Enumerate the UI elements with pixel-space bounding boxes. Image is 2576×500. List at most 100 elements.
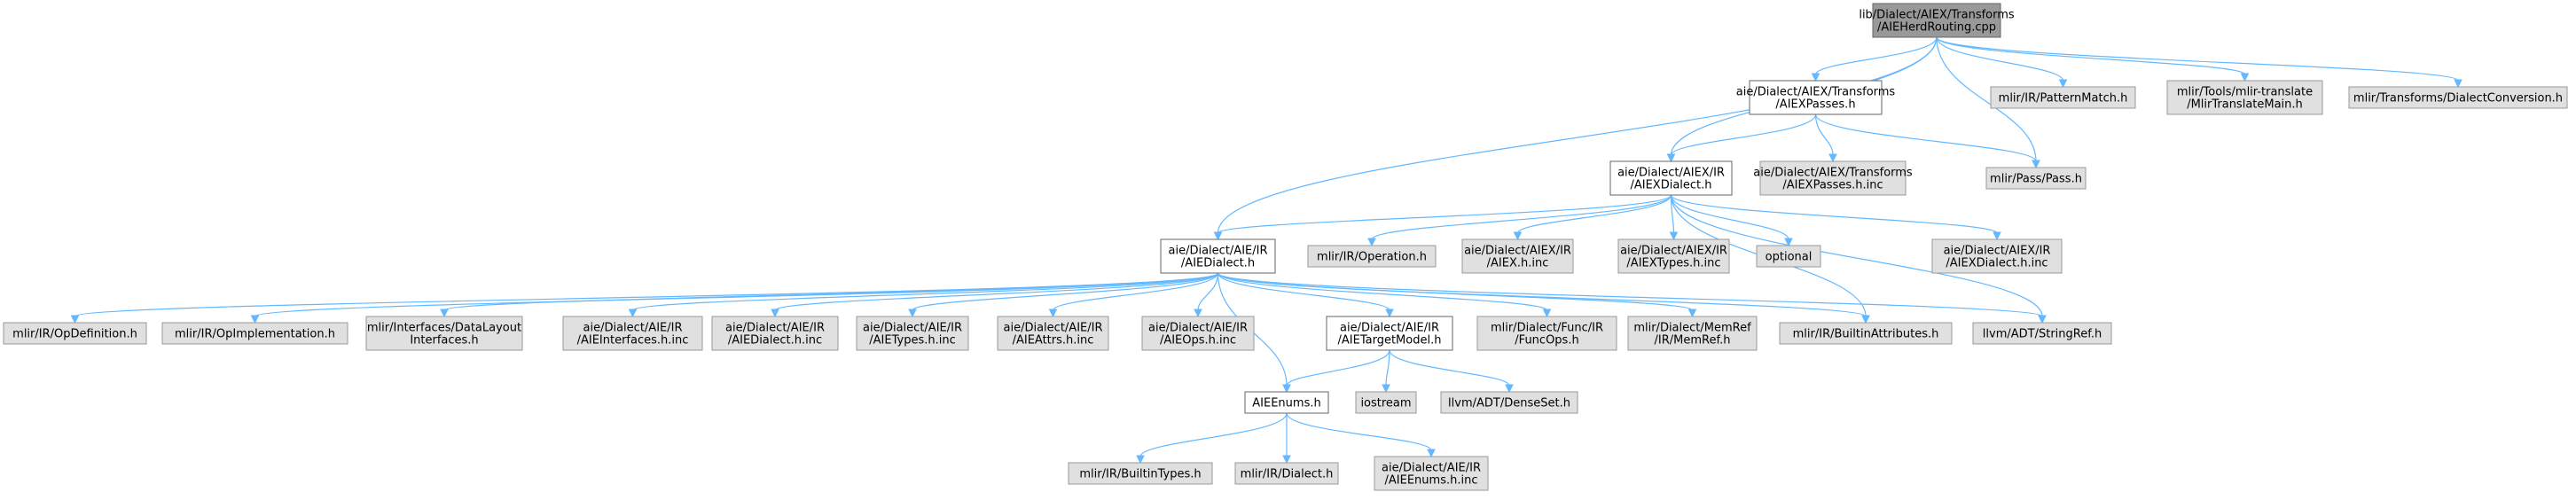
node-label-aiextypes-line-0: aie/Dialect/AIEX/IR	[1620, 245, 1727, 258]
node-box-aietypes	[856, 316, 969, 351]
node-stringref: llvm/ADT/StringRef.h	[1972, 322, 2112, 345]
arrowhead-aiexpasses-to-aiexpassesinc	[1828, 153, 1837, 163]
node-box-denseset	[1440, 391, 1578, 414]
node-aietypes: aie/Dialect/AIE/IR/AIETypes.h.inc	[856, 316, 969, 351]
node-box-builtintypes	[1068, 462, 1213, 485]
node-box-stringref	[1972, 322, 2112, 345]
node-label-aieenumsinc-line-1: /AIEEnums.h.inc	[1385, 474, 1478, 488]
node-box-builtinattrs	[1779, 322, 1953, 345]
node-label-pass-line-0: mlir/Pass/Pass.h	[1990, 173, 2082, 186]
node-box-patternmatch	[1990, 86, 2136, 109]
node-box-aiedialect	[1160, 238, 1276, 274]
edge-aieenums-to-builtintypes	[1139, 412, 1288, 457]
node-label-aiexdialect-line-1: /AIEXDialect.h	[1630, 179, 1711, 192]
edge-aiexdialect-to-optional	[1670, 194, 1789, 240]
arrowhead-aiedialect-to-aiedialectinc	[771, 309, 779, 318]
node-patternmatch: mlir/IR/PatternMatch.h	[1990, 86, 2136, 109]
node-aieinterfaces: aie/Dialect/AIE/IR/AIEInterfaces.h.inc	[562, 316, 703, 351]
node-box-aiexpassesinc	[1759, 160, 1907, 196]
edge-aiedialect-to-aieops	[1197, 272, 1219, 311]
node-box-aietargetmodel	[1326, 316, 1453, 351]
node-label-aietypes-line-0: aie/Dialect/AIE/IR	[863, 322, 962, 335]
node-box-aiexhinc	[1461, 238, 1574, 274]
node-label-aiedialect-line-0: aie/Dialect/AIE/IR	[1169, 245, 1268, 258]
node-label-mlirtranslate-line-1: /MlirTranslateMain.h	[2187, 98, 2303, 112]
node-box-aiexpasses	[1749, 80, 1883, 115]
node-label-mlirtranslate-line-0: mlir/Tools/mlir-translate	[2177, 86, 2313, 99]
node-label-aiextypes-line-1: /AIEXTypes.h.inc	[1626, 257, 1720, 270]
edge-aiexdialect-to-aiedialect	[1217, 194, 1672, 234]
node-box-aiexdialectinc	[1931, 238, 2063, 274]
edge-aiedialect-to-builtinattrs	[1217, 272, 1867, 317]
node-box-root	[1872, 3, 2001, 38]
arrowhead-aiexdialect-to-aiexhinc	[1513, 231, 1523, 241]
node-label-operation-line-0: mlir/IR/Operation.h	[1317, 251, 1427, 264]
node-label-aieenums-line-0: AIEEnums.h	[1252, 397, 1320, 410]
node-root[interactable]: lib/Dialect/AIEX/Transforms/AIEHerdRouti…	[1859, 3, 2015, 38]
node-aietargetmodel[interactable]: aie/Dialect/AIE/IR/AIETargetModel.h	[1326, 316, 1453, 351]
node-label-root-line-0: lib/Dialect/AIEX/Transforms	[1859, 9, 2015, 22]
node-box-iostream	[1355, 391, 1417, 414]
edge-aiedialect-to-aietypes	[912, 272, 1219, 311]
arrowhead-aiexdialect-to-optional	[1784, 238, 1793, 247]
node-aiedialectinc: aie/Dialect/AIE/IR/AIEDialect.h.inc	[711, 316, 839, 351]
edges-layer	[70, 36, 2462, 465]
arrowhead-aiedialect-to-opimplementation	[250, 315, 260, 324]
node-label-opdefinition-line-0: mlir/IR/OpDefinition.h	[12, 328, 137, 341]
edge-aiexdialect-to-aiexdialectinc	[1670, 194, 1998, 234]
node-aieenums[interactable]: AIEEnums.h	[1244, 391, 1329, 414]
node-box-opdefinition	[3, 322, 147, 345]
node-box-aieenumsinc	[1374, 456, 1489, 491]
arrowhead-aietargetmodel-to-aieenums	[1282, 384, 1291, 394]
arrowhead-aiexpasses-to-pass	[2032, 160, 2040, 169]
edge-aiexpasses-to-pass	[1814, 113, 2037, 162]
node-optional: optional	[1756, 245, 1821, 268]
arrowhead-aieenums-to-dialect	[1282, 455, 1291, 465]
node-label-dialect-line-0: mlir/IR/Dialect.h	[1241, 468, 1334, 481]
node-aieattrs: aie/Dialect/AIE/IR/AIEAttrs.h.inc	[997, 316, 1109, 351]
node-box-opimplementation	[161, 322, 348, 345]
node-label-builtinattrs-line-0: mlir/IR/BuiltinAttributes.h	[1793, 328, 1939, 341]
node-iostream: iostream	[1355, 391, 1417, 414]
node-box-aieinterfaces	[562, 316, 703, 351]
node-box-dialectconversion	[2348, 86, 2568, 109]
node-box-mlirtranslate	[2166, 80, 2323, 115]
arrowhead-aiedialect-to-stringref	[2038, 315, 2047, 324]
node-aiextypes: aie/Dialect/AIEX/IR/AIEXTypes.h.inc	[1617, 238, 1730, 274]
edge-root-to-patternmatch	[1936, 36, 2064, 82]
node-label-dialectconversion-line-0: mlir/Transforms/DialectConversion.h	[2353, 92, 2563, 105]
node-label-aiexpassesinc-line-1: /AIEXPasses.h.inc	[1782, 179, 1883, 192]
node-label-aiexpasses-line-0: aie/Dialect/AIEX/Transforms	[1736, 86, 1896, 99]
node-pass: mlir/Pass/Pass.h	[1985, 167, 2087, 190]
node-builtintypes: mlir/IR/BuiltinTypes.h	[1068, 462, 1213, 485]
arrowhead-aietargetmodel-to-iostream	[1382, 384, 1390, 394]
arrowhead-aieenums-to-builtintypes	[1136, 455, 1145, 465]
edge-aiedialect-to-aieinterfaces	[631, 272, 1219, 311]
node-aiexpassesinc: aie/Dialect/AIEX/Transforms/AIEXPasses.h…	[1753, 160, 1913, 196]
node-aiedialect[interactable]: aie/Dialect/AIE/IR/AIEDialect.h	[1160, 238, 1276, 274]
node-aiexpasses[interactable]: aie/Dialect/AIEX/Transforms/AIEXPasses.h	[1736, 80, 1896, 115]
node-aiexhinc: aie/Dialect/AIEX/IR/AIEX.h.inc	[1461, 238, 1574, 274]
node-box-aiedialectinc	[711, 316, 839, 351]
node-aieenumsinc: aie/Dialect/AIE/IR/AIEEnums.h.inc	[1374, 456, 1489, 491]
node-label-aieops-line-1: /AIEOps.h.inc	[1160, 334, 1236, 348]
node-label-aiexpasses-line-1: /AIEXPasses.h	[1775, 98, 1855, 112]
arrowhead-aiexdialect-to-operation	[1367, 238, 1376, 247]
node-label-aiexdialect-line-0: aie/Dialect/AIEX/IR	[1617, 167, 1725, 180]
node-label-datalayout-line-0: mlir/Interfaces/DataLayout	[367, 322, 521, 335]
node-label-aiexpassesinc-line-0: aie/Dialect/AIEX/Transforms	[1753, 167, 1913, 180]
edge-aiexdialect-to-aiexhinc	[1516, 194, 1672, 234]
node-label-patternmatch-line-0: mlir/IR/PatternMatch.h	[1999, 92, 2128, 105]
arrowhead-aieenums-to-aieenumsinc	[1427, 449, 1436, 458]
edge-aiedialect-to-aieattrs	[1052, 272, 1219, 311]
node-label-aieinterfaces-line-0: aie/Dialect/AIE/IR	[583, 322, 683, 335]
edge-aieenums-to-aieenumsinc	[1286, 412, 1432, 451]
arrowhead-aiedialect-to-aietypes	[908, 309, 917, 318]
node-label-memref-line-1: /IR/MemRef.h	[1655, 334, 1731, 348]
node-label-funcops-line-0: mlir/Dialect/Func/IR	[1491, 322, 1603, 335]
node-aiexdialect[interactable]: aie/Dialect/AIEX/IR/AIEXDialect.h	[1609, 160, 1733, 196]
edge-aiexpasses-to-aiexdialect	[1670, 113, 1817, 156]
node-box-datalayout	[365, 316, 523, 351]
edge-aiexdialect-to-stringref	[1670, 194, 2043, 317]
node-box-aiexdialect	[1609, 160, 1733, 196]
